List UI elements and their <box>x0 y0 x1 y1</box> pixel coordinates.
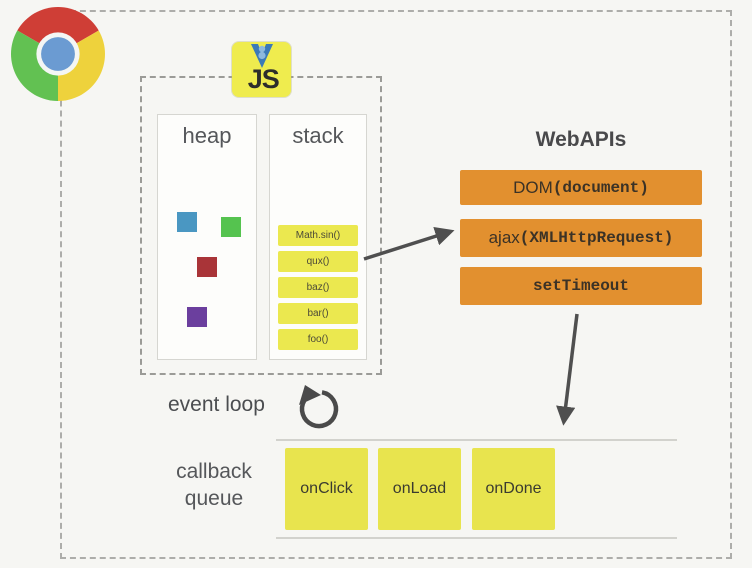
callback-item: onClick <box>285 448 368 530</box>
stack-frame: qux() <box>278 251 358 272</box>
callback-queue-label-line1: callback <box>176 460 252 483</box>
webapi-box-settimeout: setTimeout <box>460 267 702 305</box>
heap-object <box>197 257 217 277</box>
callback-queue-top-divider <box>276 439 677 441</box>
heap-title: heap <box>182 123 232 148</box>
callback-queue-label: callback queue <box>158 458 270 512</box>
stack-frame: baz() <box>278 277 358 298</box>
callback-item: onLoad <box>378 448 461 530</box>
webapi-settimeout-code: setTimeout <box>532 277 629 295</box>
heap-object <box>177 212 197 232</box>
webapi-ajax-code: (XMLHttpRequest) <box>519 229 674 247</box>
stack-title: stack <box>292 123 344 148</box>
event-loop-label: event loop <box>168 393 265 416</box>
js-badge-label: JS <box>247 64 280 94</box>
heap-object <box>221 217 241 237</box>
heap-object <box>187 307 207 327</box>
webapi-box-dom: DOM (document) <box>460 170 702 205</box>
callback-item: onDone <box>472 448 555 530</box>
webapis-title: WebAPIs <box>535 128 627 151</box>
v8-js-badge: JS <box>232 42 291 97</box>
webapi-dom-label: DOM <box>513 177 553 197</box>
chrome-logo-icon <box>11 7 105 101</box>
stack-frame: Math.sin() <box>278 225 358 246</box>
webapi-box-ajax: ajax (XMLHttpRequest) <box>460 219 702 257</box>
heap-panel: heap <box>157 114 257 360</box>
stack-frame: foo() <box>278 329 358 350</box>
stack-frame: bar() <box>278 303 358 324</box>
callback-queue-label-line2: queue <box>184 487 244 510</box>
callback-queue-bottom-divider <box>276 537 677 539</box>
browser-boundary-dashed-border <box>60 10 732 559</box>
v8-icon <box>250 44 273 68</box>
event-loop-arrow-icon <box>299 385 339 429</box>
webapi-ajax-label: ajax <box>488 228 520 247</box>
webapi-dom-code: (document) <box>552 178 649 197</box>
